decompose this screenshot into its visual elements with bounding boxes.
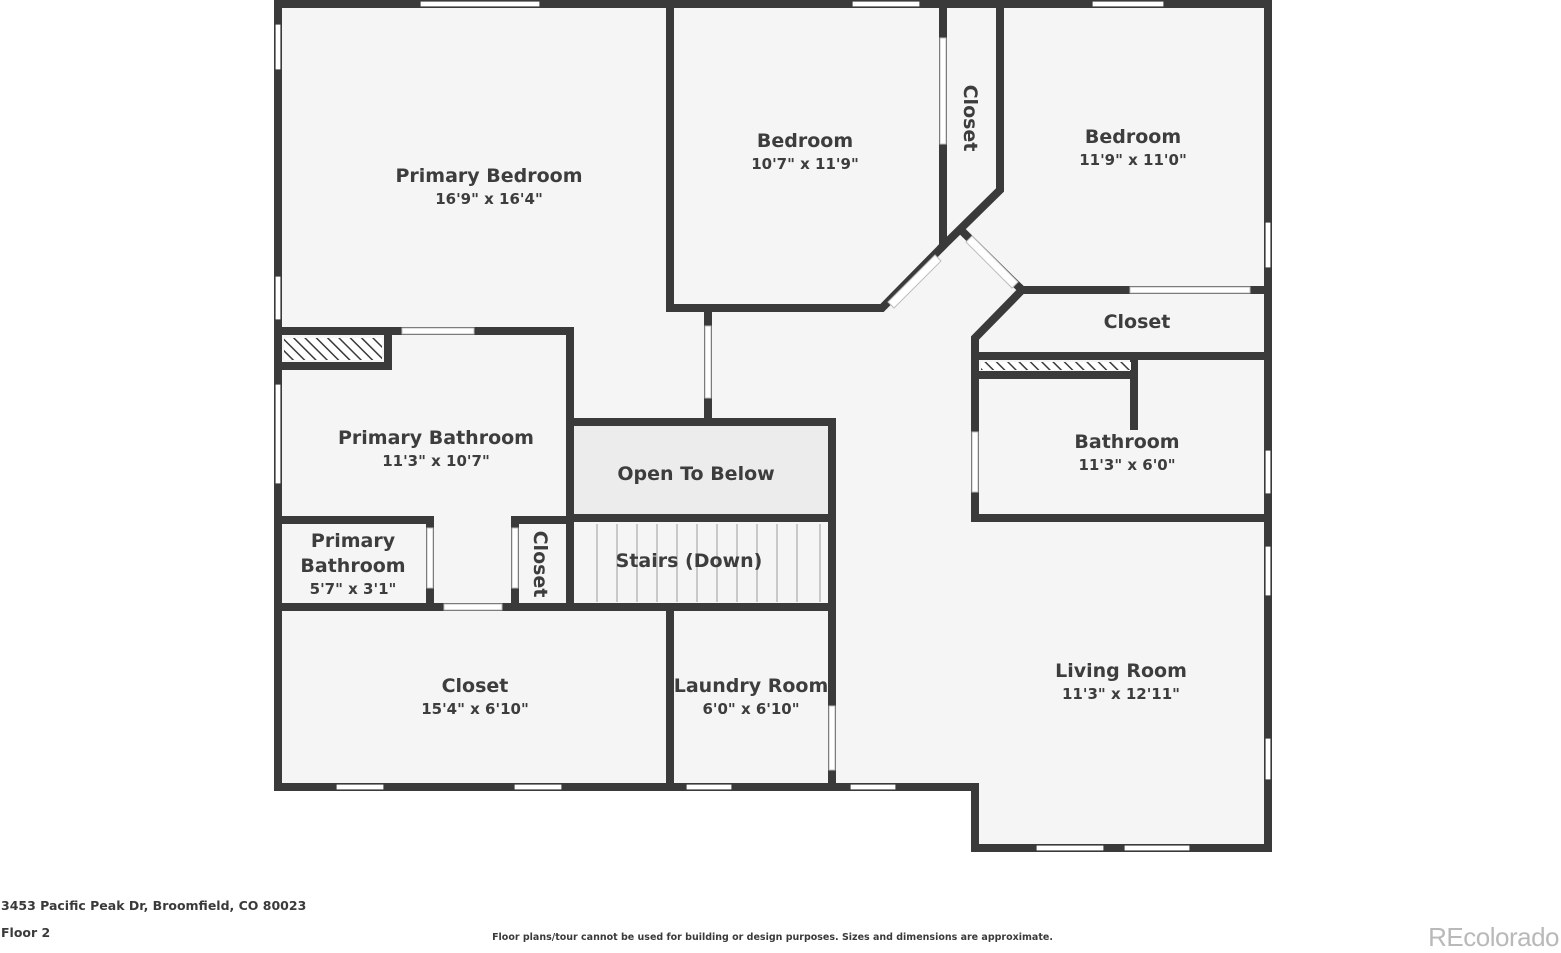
- laundry-room-label: Laundry Room: [674, 675, 829, 697]
- recolorado-watermark: REcolorado: [1428, 922, 1559, 952]
- primary-bathroom-small-dims: 5'7" x 3'1": [310, 580, 397, 598]
- built-in-shelf-primary-bath: [284, 338, 382, 360]
- laundry-room-dims: 6'0" x 6'10": [702, 700, 799, 718]
- closet-hall-label: Closet: [1104, 311, 1171, 333]
- bedroom-1-dims: 10'7" x 11'9": [751, 155, 859, 173]
- primary-bathroom-dims: 11'3" x 10'7": [382, 452, 490, 470]
- living-room-dims: 11'3" x 12'11": [1062, 685, 1180, 703]
- bathroom-dims: 11'3" x 6'0": [1078, 456, 1175, 474]
- bedroom-2-dims: 11'9" x 11'0": [1079, 151, 1187, 169]
- bedroom-2-label: Bedroom: [1085, 126, 1181, 148]
- closet-large-label: Closet: [442, 675, 509, 697]
- bathroom-label: Bathroom: [1074, 431, 1179, 453]
- property-address: 3453 Pacific Peak Dr, Broomfield, CO 800…: [1, 898, 307, 913]
- stair-treads: [596, 524, 821, 602]
- primary-bedroom-label: Primary Bedroom: [395, 165, 582, 187]
- open-to-below-area: [570, 422, 832, 518]
- closet-large-dims: 15'4" x 6'10": [421, 700, 529, 718]
- closet-vertical-top-label: Closet: [959, 85, 981, 152]
- closet-vertical-small-label: Closet: [529, 531, 551, 598]
- stairs-label: Stairs (Down): [616, 550, 763, 572]
- primary-bathroom-label: Primary Bathroom: [338, 427, 534, 449]
- door-openings: [401, 37, 1251, 771]
- primary-bathroom-small-label-2: Bathroom: [300, 555, 405, 577]
- built-in-shelf-bathroom: [981, 362, 1131, 370]
- primary-bathroom-small-label-1: Primary: [311, 530, 396, 552]
- windows: [274, 0, 1272, 852]
- open-to-below-label: Open To Below: [617, 463, 774, 485]
- disclaimer: Floor plans/tour cannot be used for buil…: [492, 932, 1053, 943]
- floor-label: Floor 2: [1, 925, 51, 940]
- primary-bedroom-dims: 16'9" x 16'4": [435, 190, 543, 208]
- walls: [274, 0, 1272, 852]
- living-room-label: Living Room: [1055, 660, 1187, 682]
- bedroom-1-label: Bedroom: [757, 130, 853, 152]
